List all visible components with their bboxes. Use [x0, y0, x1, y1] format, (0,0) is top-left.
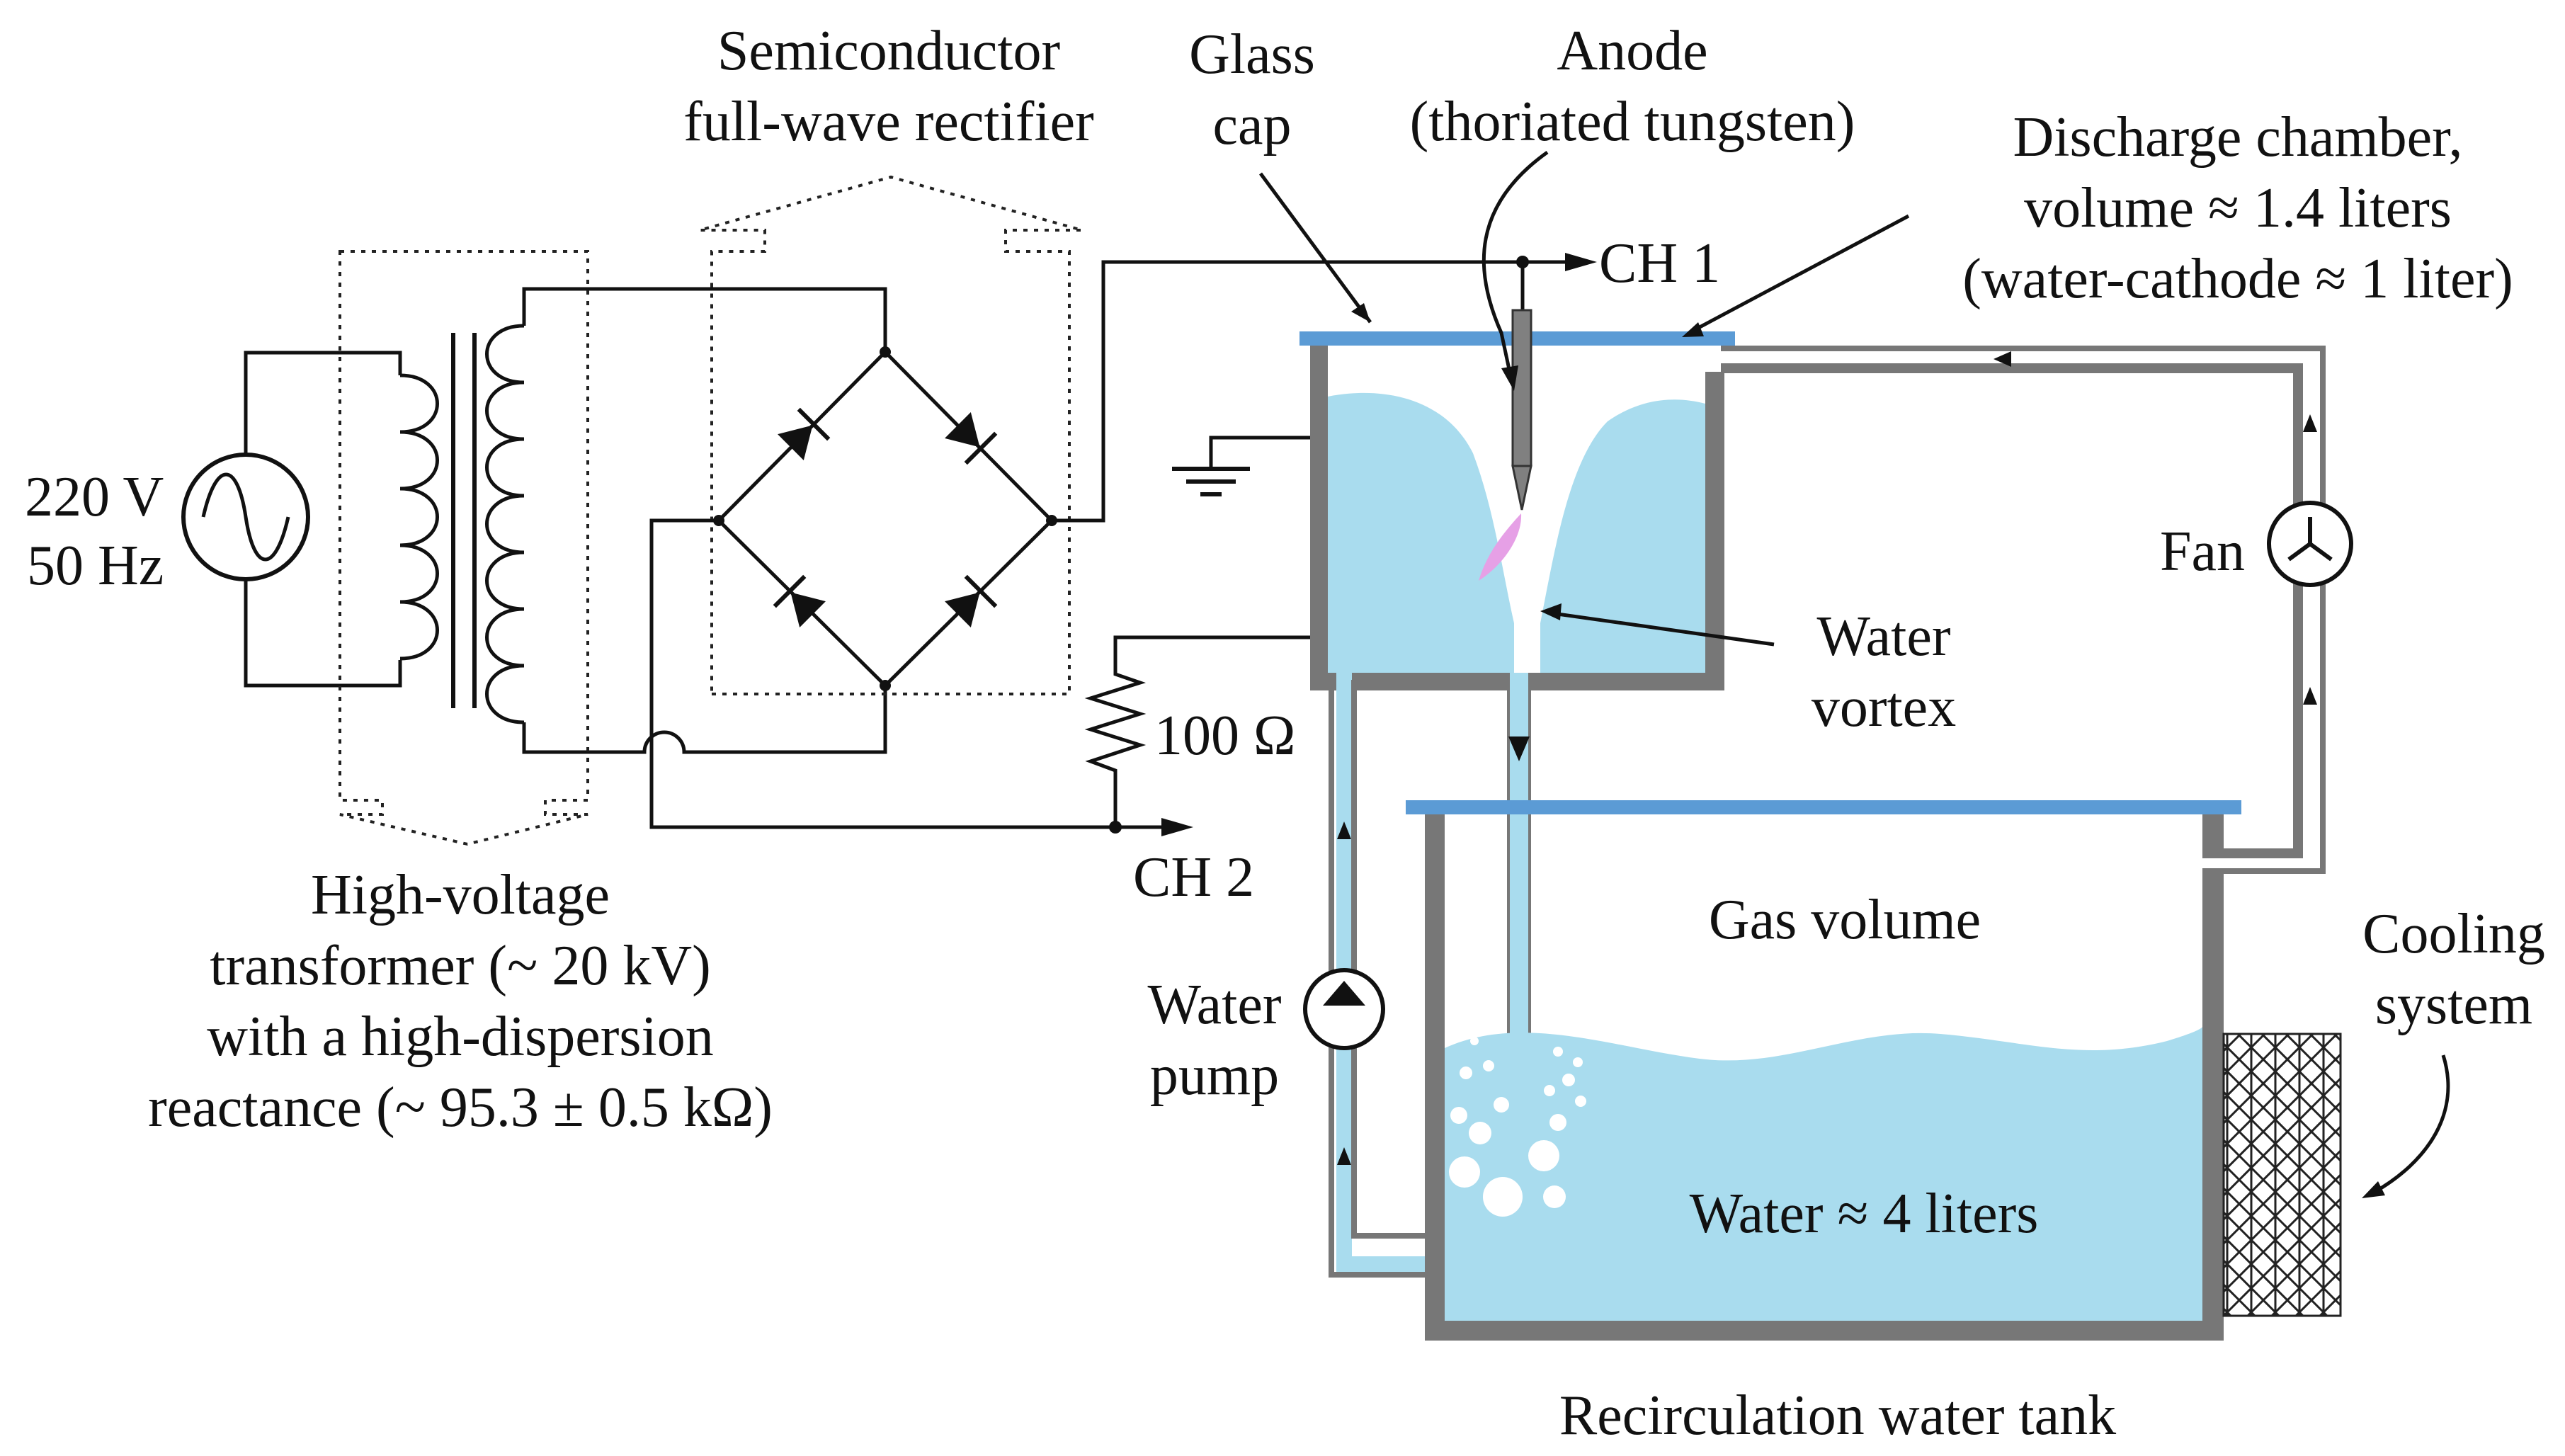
plasma-discharge: [1479, 513, 1522, 581]
transformer-label-line2: transformer (~ 20 kV): [210, 935, 711, 997]
water-tank-label: Water ≈ 4 liters: [1690, 1183, 2039, 1245]
anode-label-line1: Anode: [1557, 20, 1707, 82]
chamber-water: [1328, 392, 1514, 673]
cooling-label-line2: system: [2375, 974, 2532, 1036]
ch2-arrow-icon: [1161, 818, 1193, 836]
transformer-enclosure: [339, 250, 589, 846]
source-frequency-label: 50 Hz: [27, 535, 164, 597]
cooling-pointer-arrow-icon: [2362, 1181, 2385, 1198]
transformer-label-line4: reactance (~ 95.3 ± 0.5 kΩ): [148, 1076, 773, 1139]
primary-coil: [399, 373, 439, 661]
diode-bridge: [716, 349, 1054, 688]
vortex-label-line2: vortex: [1812, 676, 1956, 739]
glass-cap-label-line2: cap: [1212, 94, 1291, 157]
vortex-pointer: [1547, 610, 1775, 647]
gas-arrow-2-icon: [2303, 414, 2317, 432]
chamber-wall-right: [1705, 372, 1724, 690]
secondary-coil: [485, 324, 525, 724]
ac-source-icon: [181, 453, 310, 581]
tank-wall-left: [1425, 813, 1445, 1341]
tank-water: [1445, 1027, 2202, 1321]
glass-cap-label-line1: Glass: [1189, 23, 1315, 86]
transformer-label-line1: High-voltage: [311, 864, 610, 926]
anode-tip: [1511, 465, 1532, 511]
source-wire-top: [244, 351, 402, 455]
cooling-pointer: [2371, 1054, 2450, 1195]
fan-icon: [2267, 501, 2353, 587]
resistor-label: 100 Ω: [1154, 705, 1295, 767]
anode-label-line2: (thoriated tungsten): [1410, 91, 1855, 153]
chamber-label-line1: Discharge chamber,: [2013, 106, 2462, 169]
diode-icon-2: [945, 412, 998, 465]
cooling-label-line1: Cooling: [2362, 903, 2545, 965]
ch1-label: CH 1: [1599, 232, 1720, 295]
ch1-arrow-icon: [1565, 253, 1597, 271]
chamber-label-line3: (water-cathode ≈ 1 liter): [1962, 248, 2513, 310]
diode-icon-4: [945, 574, 998, 627]
glass-cap-pointer-arrow-icon: [1351, 303, 1370, 322]
jet-flow-arrow-icon: [1508, 736, 1530, 761]
cooling-system-grid: [2222, 1033, 2342, 1317]
rectifier-enclosure: [699, 175, 1083, 695]
chamber-water-right: [1540, 399, 1705, 673]
water-arrow-2-icon: [1337, 1147, 1351, 1165]
diode-icon-3: [773, 574, 826, 627]
gas-arrow-3-icon: [2303, 687, 2317, 705]
chamber-wall-left: [1310, 343, 1328, 687]
gas-volume-label: Gas volume: [1709, 889, 1981, 951]
gas-loop-pipe: [1721, 363, 2303, 858]
rectifier-label-line1: Semiconductor: [717, 20, 1060, 82]
fan-label: Fan: [2160, 521, 2245, 583]
tank-lid: [1406, 800, 2241, 814]
glass-cap-pointer: [1258, 172, 1372, 324]
anode-pointer-arrow-icon: [1501, 365, 1518, 391]
chamber-label-line2: volume ≈ 1.4 liters: [2024, 177, 2452, 239]
resistor-icon: [1084, 635, 1321, 827]
gas-arrow-1-icon: [1994, 351, 2011, 367]
bridge-node-bottom: [880, 680, 891, 691]
pump-label-line2: pump: [1150, 1045, 1279, 1107]
water-pipe-wall-inner: [1351, 680, 1425, 1239]
water-return-pipe: [1336, 673, 1425, 1272]
chamber-pointer: [1688, 214, 1910, 335]
bubbles: [1449, 1037, 1586, 1217]
ch1-wire: [1052, 260, 1565, 523]
water-pipe-wall-outer: [1329, 680, 1425, 1278]
secondary-wire-bottom: [522, 686, 887, 754]
ch2-label: CH 2: [1133, 846, 1254, 909]
secondary-wire-top: [522, 287, 887, 352]
tank-wall-bottom: [1425, 1321, 2224, 1341]
diode-icon-1: [778, 407, 831, 460]
rectifier-label-line2: full-wave rectifier: [683, 91, 1094, 153]
source-voltage-label: 220 V: [25, 466, 164, 528]
bridge-node-top: [880, 346, 891, 358]
anode-pointer: [1481, 150, 1549, 383]
water-pump-icon: [1303, 968, 1385, 1050]
ch2-wire: [649, 518, 1161, 829]
water-arrow-1-icon: [1337, 821, 1351, 839]
pump-label-line1: Water: [1148, 974, 1282, 1036]
ground-icon: [1172, 436, 1321, 496]
source-wire-bottom: [244, 579, 402, 688]
chamber-pointer-arrow-icon: [1682, 322, 1704, 337]
gas-loop-pipe-outer: [1721, 346, 2326, 874]
tank-title-label: Recirculation water tank: [1559, 1384, 2116, 1447]
vortex-label-line1: Water: [1817, 605, 1951, 668]
transformer-label-line3: with a high-dispersion: [207, 1006, 713, 1068]
vortex-pointer-arrow-icon: [1540, 603, 1562, 620]
tank-wall-right-lower: [2202, 871, 2224, 1341]
anode-rod: [1511, 309, 1532, 467]
